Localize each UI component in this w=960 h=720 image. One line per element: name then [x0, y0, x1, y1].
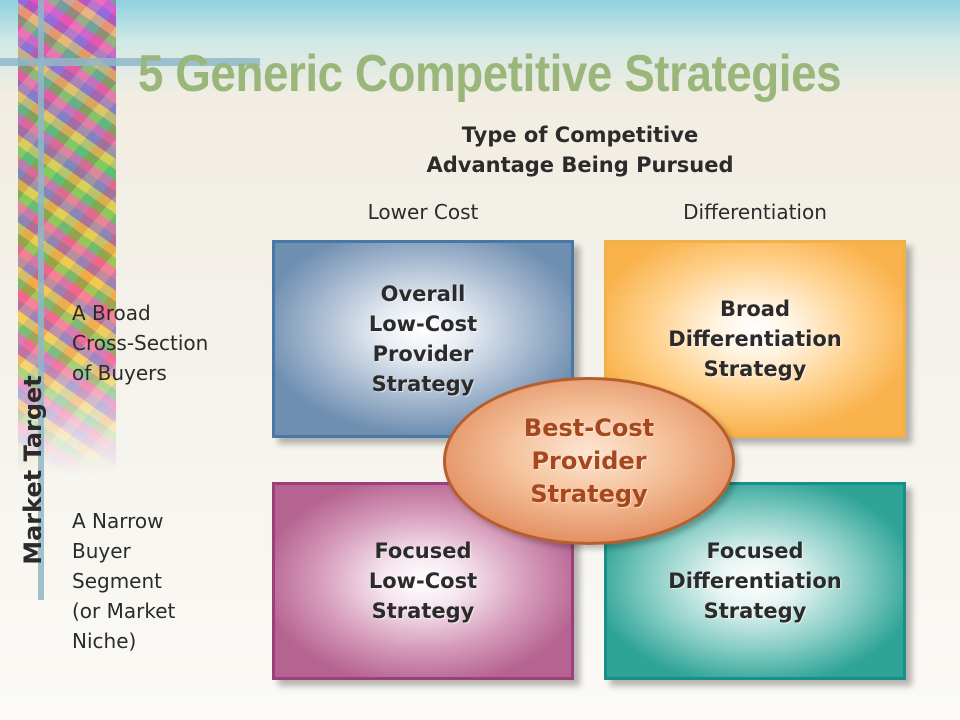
- broad-differentiation-box: Broad Differentiation Strategy: [604, 240, 906, 438]
- market-target-label: Market Target: [19, 375, 47, 565]
- decorative-horizontal-bar: [0, 58, 260, 66]
- broad-differentiation-label: Broad Differentiation Strategy: [668, 297, 842, 381]
- column-label-differentiation: Differentiation: [683, 200, 827, 224]
- best-cost-ellipse: Best-Cost Provider Strategy: [443, 377, 735, 545]
- decorative-vertical-bar: [38, 0, 44, 600]
- advantage-axis-title: Type of Competitive Advantage Being Purs…: [426, 123, 734, 177]
- decorative-collage: [18, 0, 116, 475]
- column-label-lower-cost: Lower Cost: [367, 200, 479, 224]
- row-label-narrow: A Narrow Buyer Segment (or Market Niche): [72, 509, 176, 653]
- page-title: 5 Generic Competitive Strategies: [138, 45, 842, 103]
- focused-low-cost-label: Focused Low-Cost Strategy: [368, 539, 478, 623]
- row-label-broad: A Broad Cross-Section of Buyers: [72, 301, 209, 385]
- focused-differentiation-label: Focused Differentiation Strategy: [668, 539, 842, 623]
- best-cost-label: Best-Cost Provider Strategy: [523, 413, 655, 508]
- overall-low-cost-label: Overall Low-Cost Provider Strategy: [368, 282, 478, 396]
